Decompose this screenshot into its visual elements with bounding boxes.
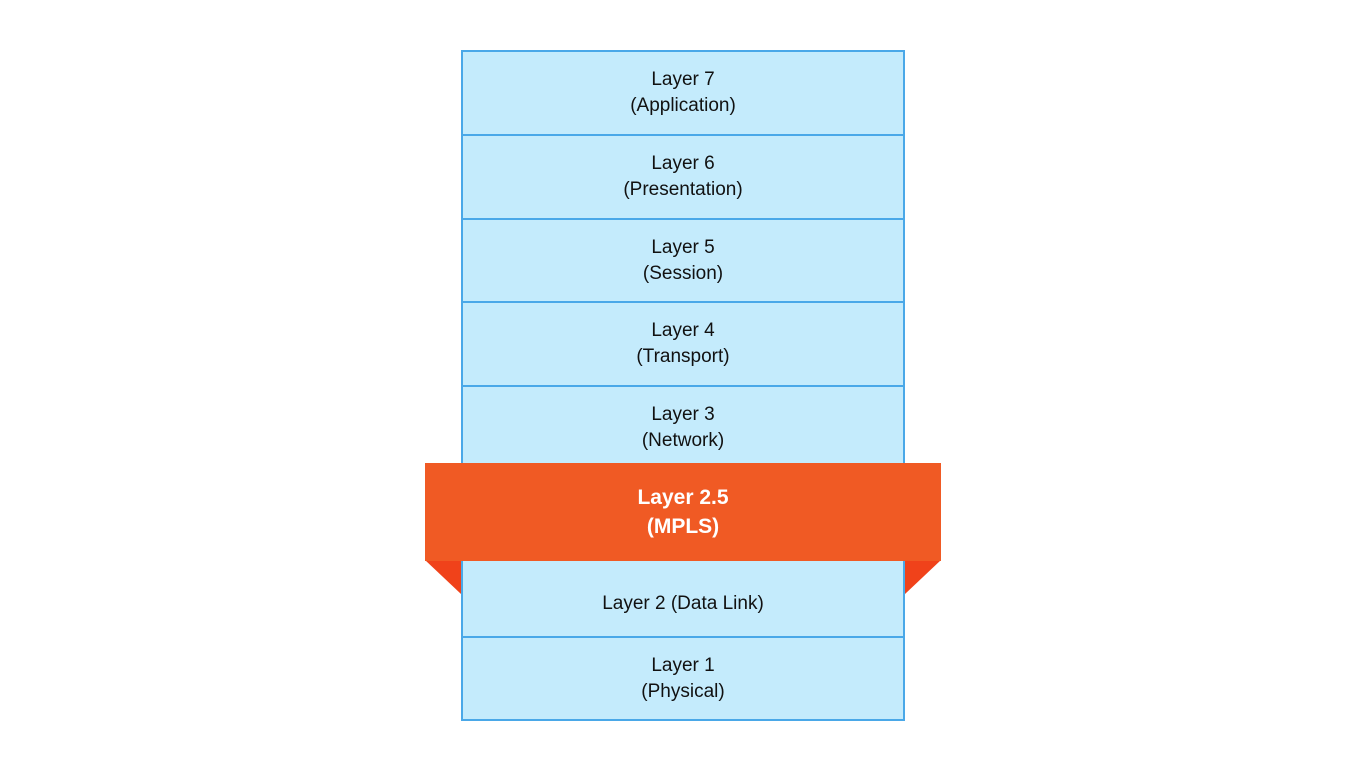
mpls-ribbon-fold-right (905, 560, 941, 594)
layer-6-title: Layer 6 (651, 153, 715, 174)
layer-2-data-link: Layer 2 (Data Link) (461, 555, 905, 638)
layer-4-description: (Transport) (636, 346, 730, 367)
layer-5-description: (Session) (642, 263, 724, 284)
mpls-title: Layer 2.5 (637, 486, 729, 509)
layer-3-title: Layer 3 (651, 404, 715, 425)
layer-7-application: Layer 7 (Application) (461, 50, 905, 136)
layer-2-title: Layer 2 (Data Link) (602, 592, 764, 614)
layer-3-description: (Network) (641, 430, 725, 451)
layer-7-title: Layer 7 (651, 69, 715, 90)
layer-5-session: Layer 5 (Session) (461, 218, 905, 304)
layer-1-physical: Layer 1 (Physical) (461, 636, 905, 721)
mpls-ribbon-fold-left (425, 560, 461, 594)
layer-7-description: (Application) (630, 95, 736, 116)
layer-6-description: (Presentation) (623, 179, 743, 200)
layer-1-title: Layer 1 (651, 654, 715, 676)
layer-5-title: Layer 5 (651, 237, 715, 258)
layer-6-presentation: Layer 6 (Presentation) (461, 134, 905, 220)
layer-3-network: Layer 3 (Network) (461, 385, 905, 471)
mpls-description: (MPLS) (646, 515, 720, 538)
layer-1-description: (Physical) (641, 680, 725, 702)
osi-layer-stack: Layer 7 (Application) Layer 6 (Presentat… (461, 50, 905, 721)
layer-2-5-mpls-band: Layer 2.5 (MPLS) (425, 463, 941, 561)
layer-4-title: Layer 4 (651, 320, 715, 341)
layer-4-transport: Layer 4 (Transport) (461, 301, 905, 387)
